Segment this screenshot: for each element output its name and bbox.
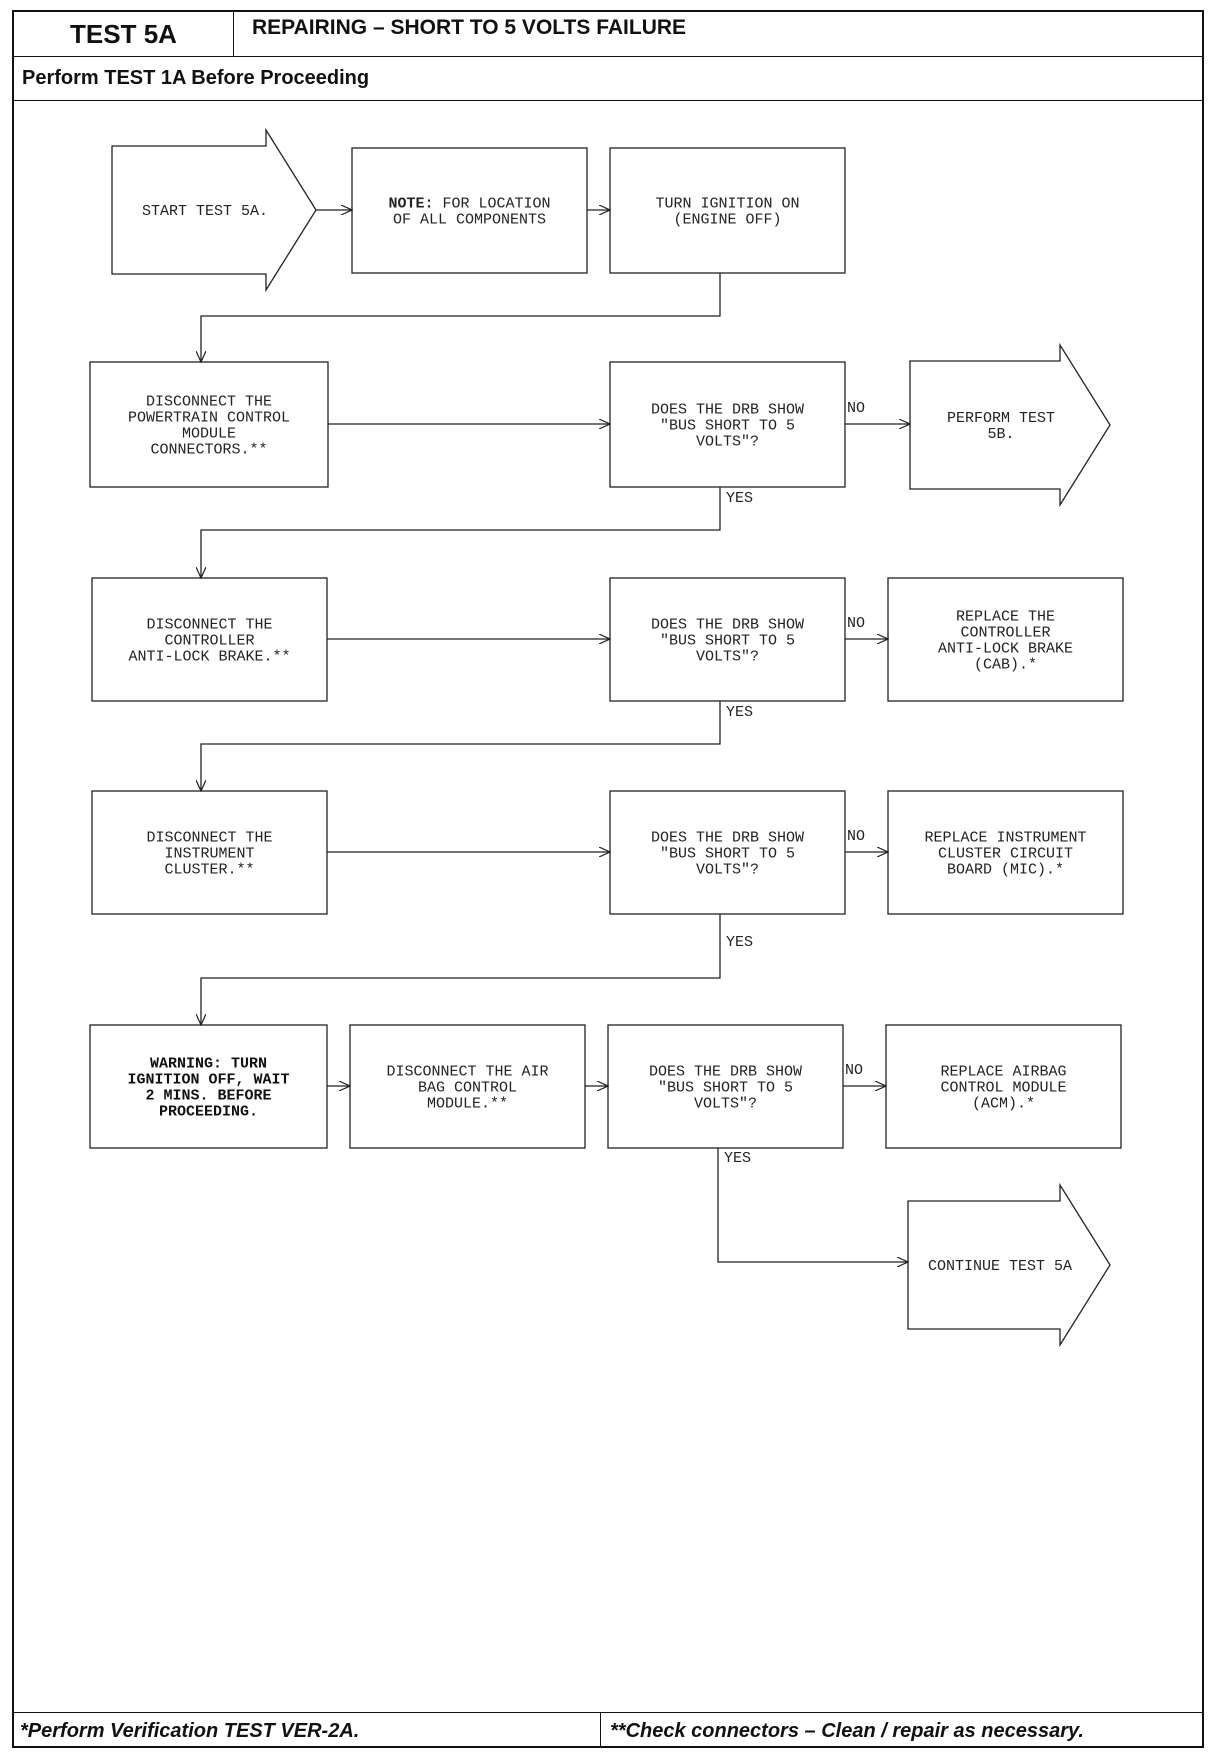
disconnect-acm-box [349,1024,586,1149]
check-2-yes-label: YES [726,704,753,721]
check-4-box [607,1024,844,1149]
check-3-no-label: NO [847,828,865,845]
arrow-check4-yes [717,1148,908,1262]
footer-divider [14,1712,1202,1713]
replace-acm-box [885,1024,1122,1149]
disconnect-cluster-box [91,790,328,915]
page-frame: TEST 5A REPAIRING – SHORT TO 5 VOLTS FAI… [12,10,1204,1748]
footer-separator [600,1712,601,1748]
check-3-yes-label: YES [726,934,753,951]
replace-cab-box [887,577,1124,702]
footer-connector-note: **Check connectors – Clean / repair as n… [610,1720,1084,1742]
continue-test-arrow-shape [907,1182,1111,1348]
arrow-check3-yes [201,914,721,1025]
disconnect-pcm-box [89,361,329,488]
check-1-no-label: NO [847,400,865,417]
start-test-arrow-shape [111,127,317,293]
perform-5b-arrow-shape [909,342,1111,508]
check-2-no-label: NO [847,615,865,632]
ignition-on-text: TURN IGNITION ON(ENGINE OFF) [655,196,799,229]
check-1-box [609,361,846,488]
start-test-text: START TEST 5A. [142,203,268,220]
header-divider-bottom [14,100,1202,101]
check-4-yes-label: YES [724,1150,751,1167]
arrow-check2-yes [201,701,721,791]
note-box [351,147,588,274]
warning-box [89,1024,328,1149]
header-divider [14,56,1202,57]
page-title: REPAIRING – SHORT TO 5 VOLTS FAILURE [252,16,687,39]
prerequisite-note: Perform TEST 1A Before Proceeding [22,67,370,89]
check-2-box [609,577,846,702]
arrow-ignition-to-pcm [201,273,721,362]
continue-test-text: CONTINUE TEST 5A [928,1258,1072,1275]
footer-verification-note: *Perform Verification TEST VER-2A. [20,1720,360,1742]
check-4-no-label: NO [845,1062,863,1079]
test-id: TEST 5A [14,12,234,56]
arrow-check1-yes [201,487,721,578]
check-1-yes-label: YES [726,490,753,507]
